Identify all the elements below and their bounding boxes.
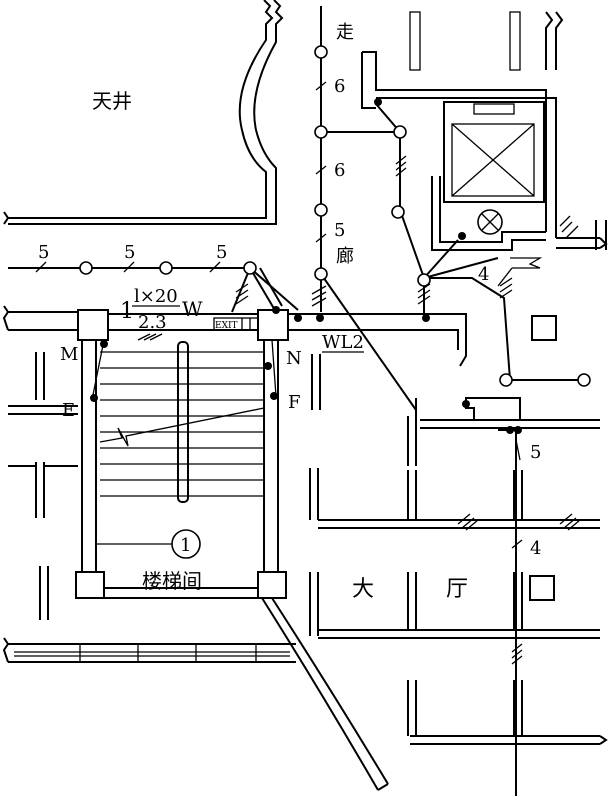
circuit-label-text: WL2 xyxy=(322,332,364,353)
upper-right-walls xyxy=(361,11,608,601)
exit-sign-label: EXIT xyxy=(215,321,238,331)
exit-sign: EXIT xyxy=(213,317,259,331)
corridor-lamp-1 xyxy=(314,45,328,59)
wire-count-left-3: 5 xyxy=(216,242,227,263)
switches xyxy=(90,98,522,434)
wire-count-corridor-low: 5 xyxy=(334,220,345,241)
corridor-label-1: 走 xyxy=(336,22,354,43)
switch-label-n: N xyxy=(286,348,302,369)
switch-label-m: M xyxy=(60,344,78,365)
lamps xyxy=(79,45,591,387)
fixture-note-denominator: 2.3 xyxy=(138,312,167,333)
upper-right-lamp-1 xyxy=(393,125,407,139)
upper-right-lamp-2 xyxy=(391,205,405,219)
corridor-lamp-2 xyxy=(314,125,328,139)
exhaust-fan-icon xyxy=(477,209,503,235)
wire-count-corridor-mid: 6 xyxy=(334,160,345,181)
fixture-note-suffix: W xyxy=(182,297,203,321)
corridor-lamp-4 xyxy=(314,267,328,281)
switch-label-f: F xyxy=(288,392,301,413)
right-lamp xyxy=(417,273,431,287)
switch-labels: M E N F xyxy=(60,344,302,421)
hall-lamp-1 xyxy=(499,373,513,387)
hall-lamp-2 xyxy=(577,373,591,387)
left-lamp-3 xyxy=(243,261,257,275)
hall-label-2: 厅 xyxy=(446,577,468,602)
hall-walls xyxy=(309,354,608,745)
courtyard-label: 天井 xyxy=(92,89,132,113)
callout-marker: 1 xyxy=(171,529,201,559)
fixture-note-prefix: 1 xyxy=(120,299,134,324)
hall-label-1: 大 xyxy=(352,577,374,602)
left-lamp-1 xyxy=(79,261,93,275)
stairwell-label: 楼梯间 xyxy=(142,569,202,593)
wire-count-right-low: 5 xyxy=(530,442,541,463)
switch-label-e: E xyxy=(62,400,75,421)
fixture-note: 1 l×20 2.3 W xyxy=(120,286,203,333)
stairwell xyxy=(2,305,467,791)
wire-count-corridor-top: 6 xyxy=(334,76,345,97)
wire-count-hall-riser: 4 xyxy=(530,538,541,559)
corridor-lamp-3 xyxy=(314,203,328,217)
left-wall-stubs xyxy=(2,352,296,663)
courtyard-walls xyxy=(3,0,284,225)
fixture-note-numerator: l×20 xyxy=(134,286,178,307)
left-lamp-2 xyxy=(159,261,173,275)
circuit-label: WL2 xyxy=(322,332,364,353)
wiring xyxy=(8,6,584,796)
callout-number: 1 xyxy=(180,535,191,556)
room-labels: 天井 走 廊 楼梯间 大 厅 xyxy=(92,22,468,602)
wire-count-left-2: 5 xyxy=(124,242,135,263)
wire-count-labels: 6 6 5 5 5 5 4 5 4 xyxy=(38,76,541,559)
corridor-label-2: 廊 xyxy=(336,246,354,267)
wire-count-left-1: 5 xyxy=(38,242,49,263)
wire-count-right-lamp: 4 xyxy=(478,264,489,285)
